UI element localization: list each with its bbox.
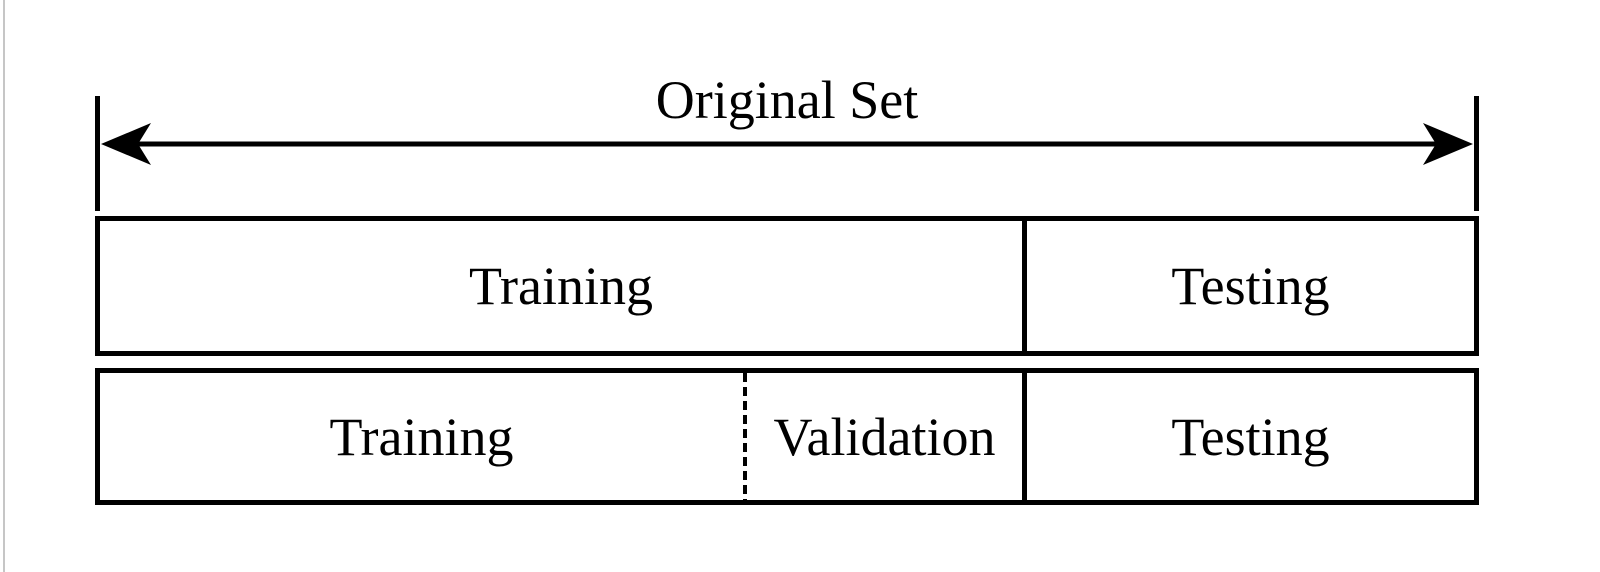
solid-divider: [1022, 221, 1027, 351]
cell-testing: Testing: [1027, 221, 1474, 351]
original-set-extent-arrow: [95, 96, 1479, 211]
dataset-split-diagram: Original Set Training Testing Training V…: [95, 0, 1479, 572]
solid-divider: [1022, 373, 1027, 500]
testing-label: Testing: [1171, 256, 1330, 316]
testing-label: Testing: [1171, 406, 1330, 467]
right-tick: [1474, 96, 1479, 211]
cell-testing: Testing: [1027, 373, 1474, 500]
dashed-divider: [743, 373, 747, 500]
page-edge-line: [3, 0, 5, 572]
cell-training: Training: [100, 373, 743, 500]
training-label: Training: [468, 256, 654, 316]
arrowhead-right-icon: [1423, 123, 1473, 165]
cell-training: Training: [100, 221, 1022, 351]
validation-label: Validation: [773, 406, 996, 467]
arrowhead-left-icon: [101, 123, 151, 165]
split-row-train-test: Training Testing: [95, 216, 1479, 356]
left-tick: [95, 96, 100, 211]
training-label: Training: [329, 406, 514, 467]
original-set-label: Original Set: [655, 70, 919, 130]
split-row-train-validation-test: Training Validation Testing: [95, 368, 1479, 505]
cell-validation: Validation: [747, 373, 1022, 500]
